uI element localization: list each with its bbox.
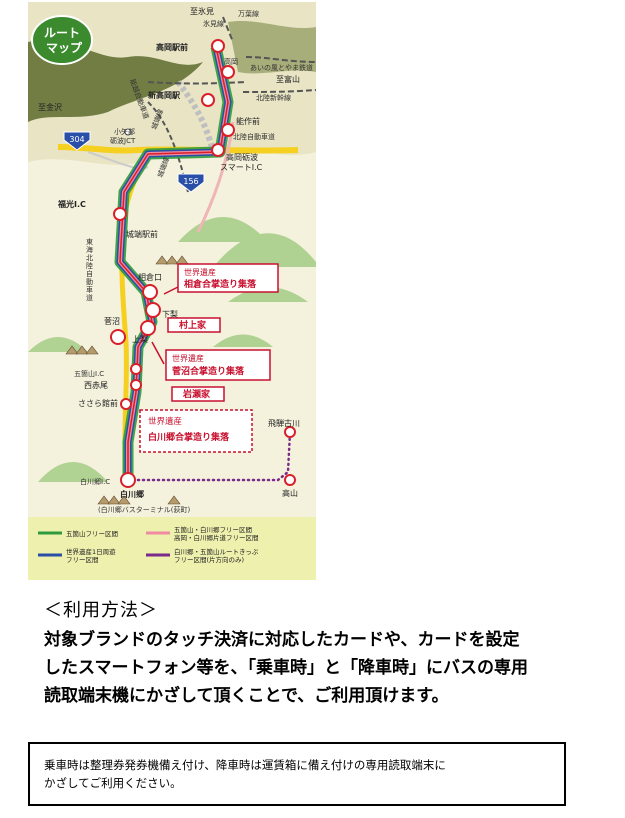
map-legend: 五箇山フリー区間 五箇山・白川郷フリー区間高岡・白川郷片道フリー区間 世界遺産1… [38,525,259,564]
label-suganuma: 菅沼 [104,316,120,326]
callout-iwase: 岩瀬家 [171,386,225,402]
callout-suganuma-line1: 世界遺産 [172,353,204,363]
label-hokuriku-shinkansen: 北陸新幹線 [256,93,291,102]
label-tokai-hokuriku: 東海北陸自動車道 [86,237,93,302]
note-line-2: かざしてご利用ください。 [44,776,182,790]
label-johana-sta: 城端駅前 [126,229,158,239]
label-kaminashi: 上梨 [132,334,148,344]
usage-line-3: 読取端末機にかざして頂くことで、ご利用頂けます。 [44,686,449,706]
label-shirakawa-bt: (白川郷バスターミナル(荻町) [98,505,190,514]
label-himi-line: 氷見線 [203,19,224,28]
legend-label-purple: 白川郷・五箇山ルートきっぷフリー区間(片方向のみ) [174,547,259,564]
legend-label-blue: 世界遺産1日周遊フリー区間 [66,547,116,564]
rail-lines [147,16,316,193]
label-takaoka: 高岡 [224,57,238,66]
label-takayama: 高山 [282,488,298,498]
usage-line-1: 対象ブランドのタッチ決済に対応したカードや、カードを設定 [44,630,520,650]
note-line-1: 乗車時は整理券発券機備え付け、降車時は運賃箱に備え付けの専用読取端末に [44,758,446,772]
callout-ainokura-line2: 相倉合掌造り集落 [184,278,257,290]
usage-line-2: したスマートフォン等を、「乗車時」と「降車時」にバスの専用 [44,658,528,678]
jct-marker [124,128,132,136]
station-markers [110,39,296,488]
label-manyo-line: 万葉線 [238,9,259,18]
route-156-shield: 156 [177,173,205,193]
map-title-line1: ルート [44,26,80,40]
label-to-toyama: 至富山 [276,74,300,84]
label-ainokaze: あいの風とやま鉄道 [250,63,313,72]
label-gokayama-ic: 五箇山I.C [74,369,104,378]
note-box: 乗車時は整理券発券機備え付け、降車時は運賃箱に備え付けの専用読取端末に かざして… [28,742,566,806]
label-nishiakao: 西赤尾 [84,381,108,390]
bus-routes [114,45,292,482]
label-nosaku: 能作前 [236,116,260,126]
callout-ainokura: 世界遺産 相倉合掌造り集落 [163,263,279,295]
gassho-house-icons [65,255,189,505]
label-himi: 至氷見 [190,6,214,16]
usage-heading: ＜利用方法＞ [44,600,158,621]
callout-iwase-label: 岩瀬家 [182,388,211,400]
label-shimonashi: 下梨 [162,309,178,319]
label-hokuriku-expressway: 北陸自動車道 [233,132,275,141]
callout-shirakawa: 世界遺産 白川郷合掌造り集落 [139,409,253,453]
callout-murakami-label: 村上家 [179,319,207,331]
label-shirakawago: 白川郷 [120,489,144,499]
callout-suganuma: 世界遺産 菅沼合掌造り集落 [151,341,271,381]
callout-ainokura-line1: 世界遺産 [184,267,216,277]
callout-suganuma-line2: 菅沼合掌造り集落 [172,365,245,377]
label-to-kanazawa: 至金沢 [38,102,62,112]
callout-shirakawa-line1: 世界遺産 [148,416,182,427]
label-fukumitsu-ic: 福光I.C [57,199,86,209]
legend-area [28,517,316,580]
label-takaoka-ic: 高岡砺波スマートI.C [220,152,263,172]
label-oyabe-jct: 小矢部砺波JCT [110,127,136,145]
label-ainokura-kuchi: 相倉口 [138,272,162,282]
label-shirakawa-ic: 白川郷I.C [80,477,110,486]
callout-murakami: 村上家 [167,317,221,333]
legend-label-green: 五箇山フリー区間 [66,529,118,538]
route-304-label: 304 [69,135,84,144]
legend-label-pink: 五箇山・白川郷フリー区間高岡・白川郷片道フリー区間 [174,525,259,542]
label-sakarakan: ささら館前 [78,398,118,408]
map-title-line2: マップ [46,40,83,55]
callout-shirakawa-line2: 白川郷合掌造り集落 [148,431,230,443]
route-156-label: 156 [183,177,198,186]
map-title-badge: ルート マップ [31,15,93,65]
usage-instructions: 対象ブランドのタッチ決済に対応したカードや、カードを設定 したスマートフォン等を… [44,626,604,710]
label-hida-furukawa: 飛騨古川 [268,418,300,428]
label-takaoka-sta: 高岡駅前 [156,42,188,52]
label-shin-takaoka: 新高岡駅 [148,90,181,100]
route-map: ルート マップ 304 156 至氷見 万葉線 氷見線 高岡駅前 高岡 あいの風… [28,2,316,580]
route-304-shield: 304 [63,131,91,151]
